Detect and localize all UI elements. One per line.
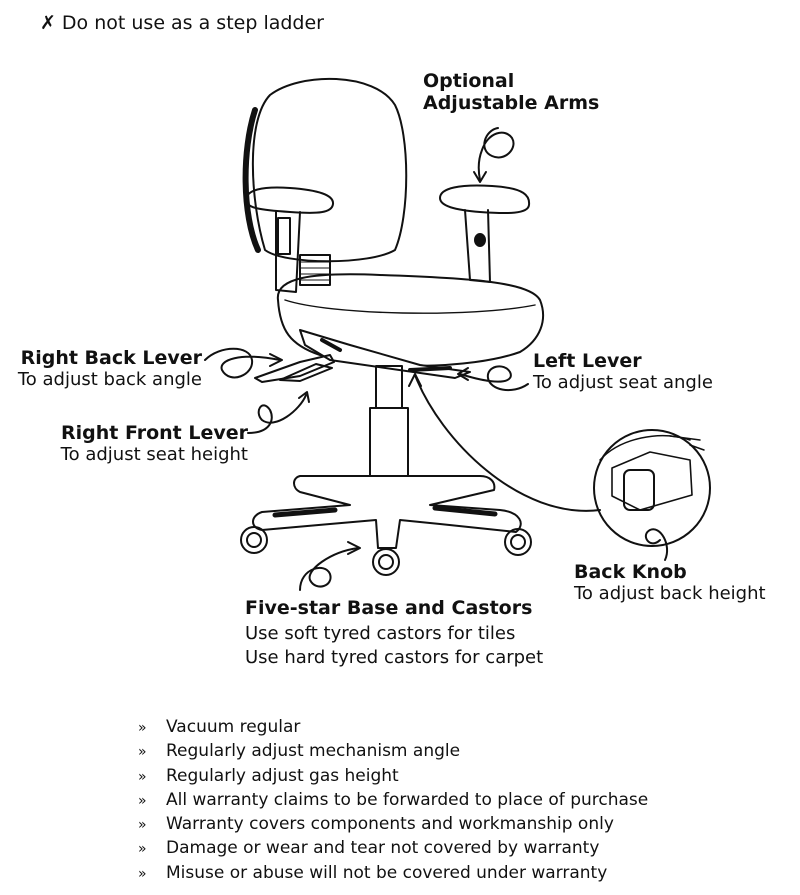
bullet-icon: » [138, 720, 147, 736]
list-item-text: Damage or wear and tear not covered by w… [166, 838, 600, 859]
back-knob-label: Back Knob To adjust back height [574, 561, 766, 604]
bullet-icon: » [138, 768, 147, 785]
left-arm-post [275, 211, 301, 293]
backrest [251, 77, 408, 263]
back-bellows [299, 254, 331, 286]
list-item: » Misuse or abuse will not be covered und… [138, 861, 648, 885]
five-star-base [252, 475, 522, 549]
arrow-base [299, 547, 359, 591]
list-item: » Damage or wear and tear not covered by … [138, 836, 648, 860]
base-title: Five-star Base and Castors [245, 597, 533, 619]
left-arm-pad [245, 186, 334, 214]
list-item-text: Warranty covers components and workmansh… [166, 814, 614, 835]
right-front-lever-desc: To adjust seat height [60, 444, 248, 465]
base-desc-soft: Use soft tyred castors for tiles [245, 623, 516, 644]
right-back-lever-shape [254, 354, 335, 383]
cross-icon: ✗ [40, 12, 56, 34]
warning-note: ✗Do not use as a step ladder [40, 12, 324, 34]
bullet-icon: » [138, 744, 147, 761]
list-item: » Regularly adjust gas height [138, 764, 648, 788]
left-lever-shape [408, 366, 452, 372]
gas-lift-upper [375, 365, 403, 409]
arrow-right-back-lever [204, 347, 281, 379]
back-knob-inset [593, 429, 711, 547]
right-back-lever-label: Right Back Lever To adjust back angle [18, 347, 202, 390]
list-item-text: All warranty claims to be forwarded to p… [166, 789, 649, 810]
arrow-left-lever [459, 365, 529, 392]
castor [240, 526, 268, 554]
left-lever-label: Left Lever To adjust seat angle [533, 350, 713, 393]
list-item-text: Regularly adjust mechanism angle [166, 741, 461, 762]
list-item-text: Misuse or abuse will not be covered unde… [166, 862, 608, 883]
left-lever-title: Left Lever [533, 350, 642, 372]
castor [372, 548, 400, 576]
warning-text: Do not use as a step ladder [61, 12, 324, 34]
arrow-back-knob [644, 528, 669, 561]
left-lever-desc: To adjust seat angle [533, 372, 713, 393]
arrow-back-knob-long [414, 374, 601, 512]
list-item: » Warranty covers components and workmans… [138, 812, 648, 836]
arms-label-line2: Adjustable Arms [423, 92, 600, 114]
back-knob-title: Back Knob [574, 561, 687, 583]
bullet-icon: » [138, 792, 147, 809]
back-knob-desc: To adjust back height [574, 583, 766, 604]
right-arm-pad [439, 184, 531, 215]
arrow-arms [477, 127, 515, 181]
castor [504, 528, 532, 556]
right-back-lever-title: Right Back Lever [20, 347, 202, 369]
arrow-right-front-lever [247, 394, 307, 434]
base-desc-hard: Use hard tyred castors for carpet [245, 647, 544, 668]
list-item: » Vacuum regular [138, 715, 648, 739]
backrest-edge [242, 107, 261, 253]
bullet-icon: » [138, 817, 147, 834]
gas-lift-lower [369, 407, 409, 477]
care-list: » Vacuum regular » Regularly adjust mechan… [138, 715, 648, 885]
bullet-icon: » [138, 841, 147, 858]
right-arm-post [464, 209, 491, 283]
bullet-icon: » [138, 865, 147, 882]
arms-label: Optional Adjustable Arms [423, 70, 599, 114]
list-item-text: Vacuum regular [166, 717, 301, 737]
right-front-lever-label: Right Front Lever To adjust seat height [61, 422, 248, 465]
list-item-text: Regularly adjust gas height [166, 765, 399, 786]
base-label: Five-star Base and Castors Use soft tyre… [245, 597, 543, 668]
right-front-lever-title: Right Front Lever [60, 422, 248, 444]
list-item: » All warranty claims to be forwarded to … [138, 788, 648, 812]
right-back-lever-desc: To adjust back angle [17, 369, 202, 390]
arms-label-line1: Optional [423, 70, 515, 92]
list-item: » Regularly adjust mechanism angle [138, 739, 648, 763]
